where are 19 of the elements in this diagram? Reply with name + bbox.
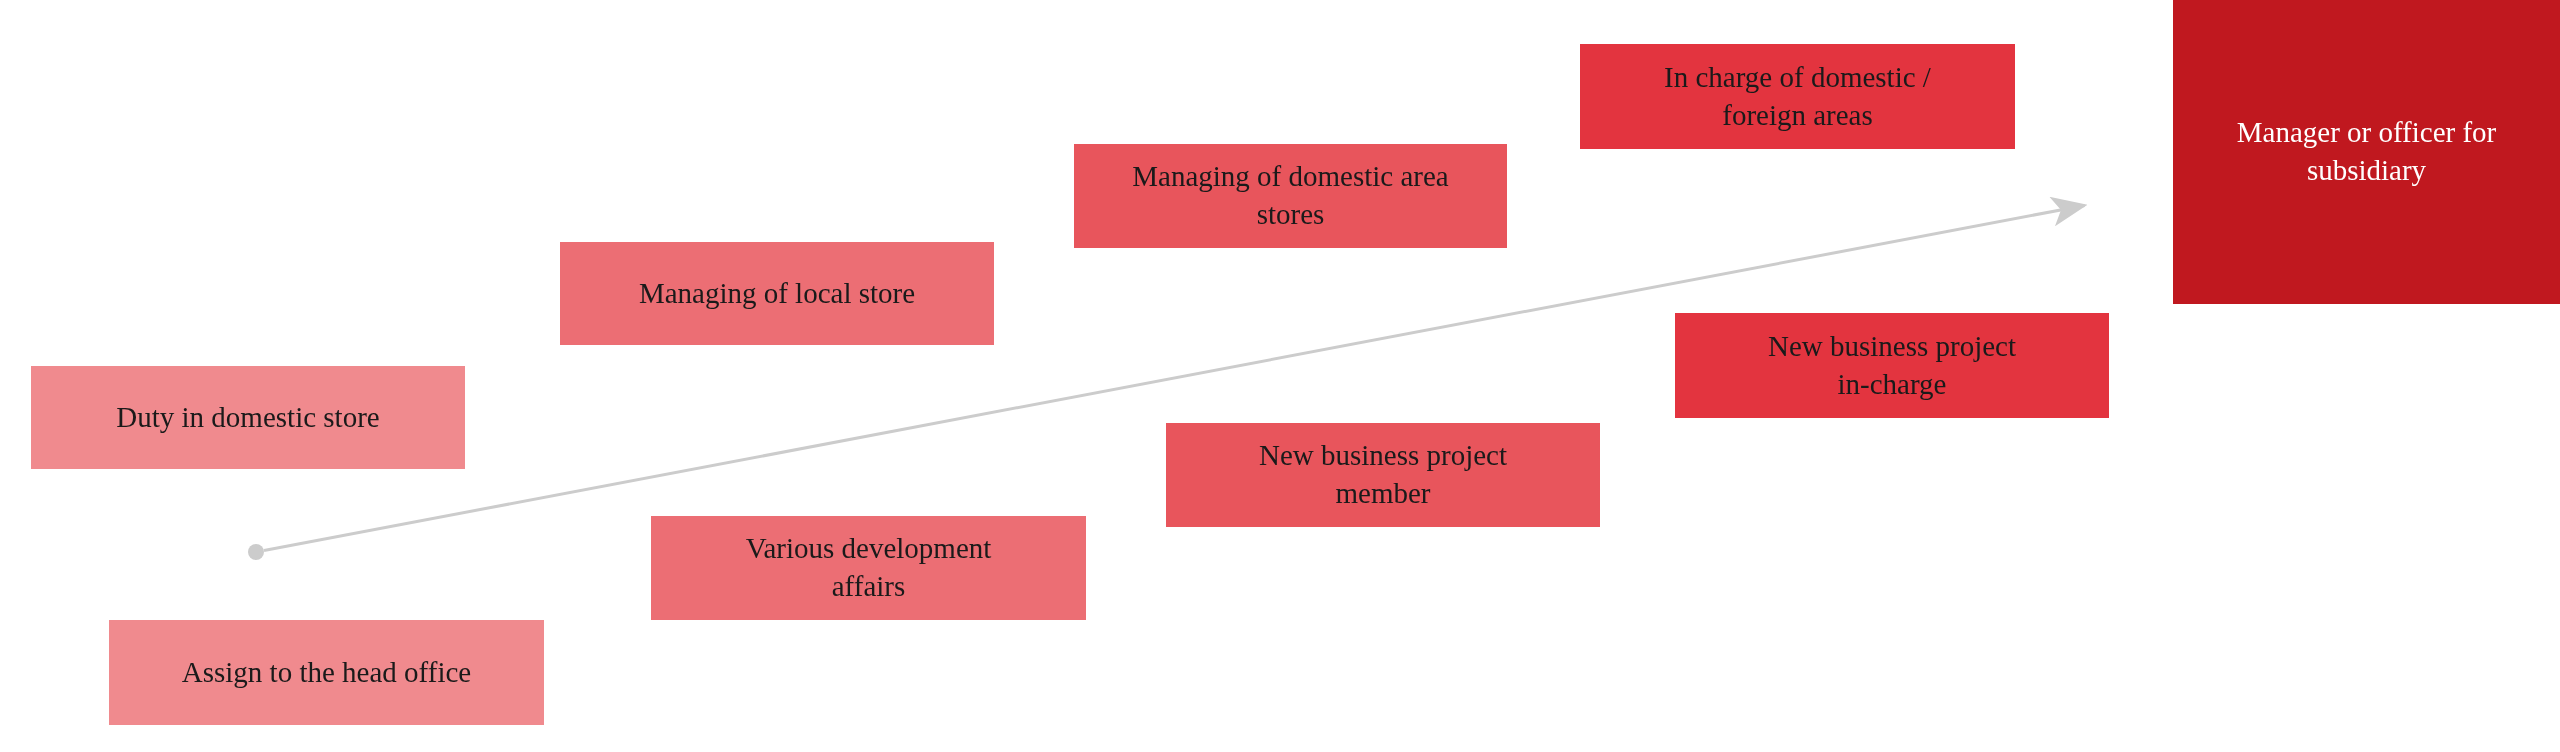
- step-label: Assign to the head office: [181, 654, 472, 690]
- career-step-box: [109, 620, 544, 725]
- career-step-box: [560, 242, 994, 345]
- step-label: Managing of domestic area stores: [1131, 159, 1450, 232]
- step-label: Managing of local store: [638, 275, 916, 311]
- career-step-box: [1675, 313, 2109, 418]
- career-step-box: [1166, 423, 1600, 527]
- career-step-box: [31, 366, 465, 469]
- step-label: Various development affairs: [744, 531, 993, 604]
- career-step-box: [1580, 44, 2015, 149]
- step-label: In charge of domestic / foreign areas: [1663, 59, 1932, 133]
- career-step-box: [1074, 144, 1507, 248]
- step-label: Manager or officer for subsidiary: [2235, 115, 2498, 188]
- career-step-box: [2173, 0, 2560, 304]
- arrow: [263, 196, 2088, 552]
- step-label: New business project member: [1257, 438, 1509, 511]
- step-label: New business project in-charge: [1766, 328, 2018, 402]
- step-label: Duty in domestic store: [116, 399, 380, 435]
- career-step-box: [651, 516, 1086, 620]
